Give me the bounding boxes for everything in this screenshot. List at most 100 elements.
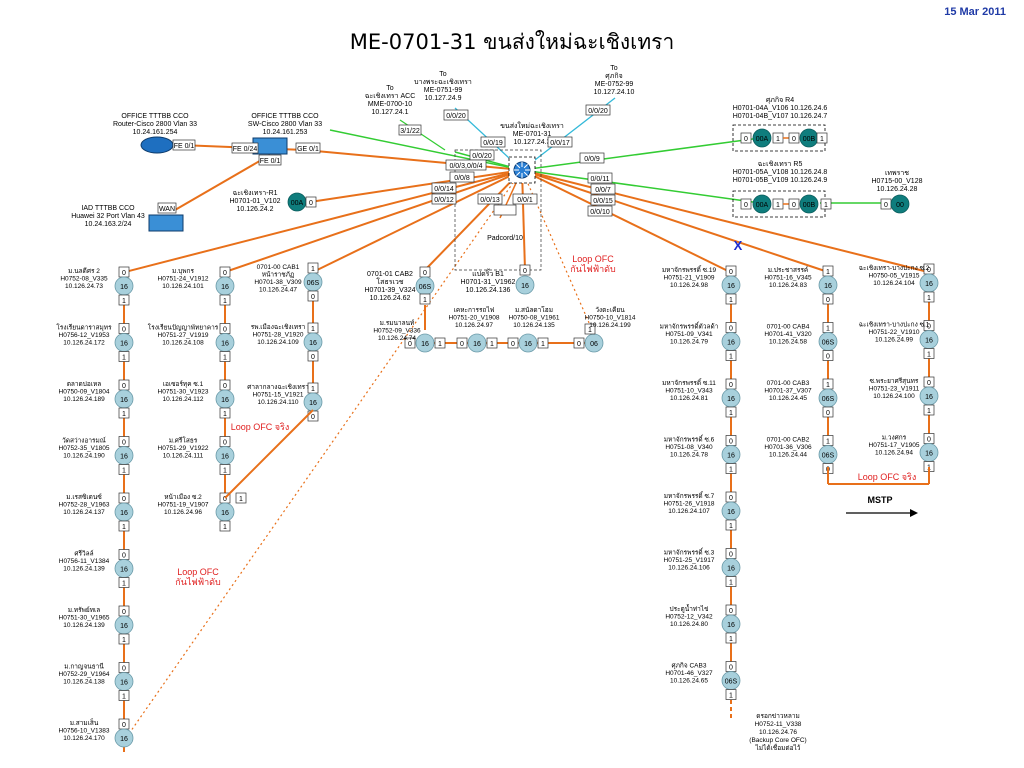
col4-port-in-4: 0 bbox=[729, 495, 733, 502]
col4-label-5: 10.126.24.106 bbox=[668, 565, 710, 572]
site-acc-label: To bbox=[386, 85, 394, 92]
col1-node-7: 16 bbox=[120, 680, 128, 687]
col1-port-out-1-box bbox=[118, 351, 130, 362]
col5-port-out-2: 0 bbox=[826, 410, 830, 417]
col6-label-1: 10.126.24.99 bbox=[875, 337, 913, 344]
col2-label-0: 10.126.24.101 bbox=[162, 283, 204, 290]
col1-port-in-2: 0 bbox=[122, 383, 126, 390]
col3-node-2: 16 bbox=[309, 400, 317, 407]
r5-port-2-box bbox=[788, 198, 800, 210]
col2-port-in-2: 0 bbox=[223, 383, 227, 390]
tepparat-node: 00 bbox=[896, 202, 904, 209]
site-bang-port: 0/0/20 bbox=[446, 113, 466, 120]
site-bang-label: บางพระฉะเชิงเทรา bbox=[414, 78, 472, 86]
col4-label-0: 10.126.24.98 bbox=[670, 282, 708, 289]
col1-port-in-6: 0 bbox=[122, 609, 126, 616]
hub-port-11: 0/0/7 bbox=[595, 187, 611, 194]
r4-label: H0701-04B_V107 10.126.24.7 bbox=[733, 113, 828, 120]
col4-label-6: ประตูน้ำท่าไข่ bbox=[669, 604, 708, 613]
col1-node-8-circle bbox=[114, 728, 134, 748]
office-switch-port-2-box bbox=[258, 154, 282, 166]
col4-port-out-6: 1 bbox=[729, 636, 733, 643]
col4-port-out-2-box bbox=[725, 406, 737, 418]
col4-end-label: ดรอกข่าวหลาม bbox=[756, 713, 800, 720]
radio-link-r5 bbox=[521, 169, 761, 204]
mstp-arrow-head bbox=[910, 509, 918, 517]
col4-port-out-2: 1 bbox=[729, 410, 733, 417]
cab2-label: H0701-39_V324 bbox=[365, 287, 416, 294]
col1-label-6: H0751-30_V1965 bbox=[59, 615, 110, 622]
col1-port-in-7: 0 bbox=[122, 666, 126, 673]
col6-label-0: ฉะเชิงเทรา-บางปะกง ซ.2 bbox=[859, 264, 930, 272]
col1-port-in-5: 0 bbox=[122, 553, 126, 560]
col6-port-out-2-box bbox=[923, 404, 935, 416]
col4-label-4: มหาจักรพรรดิ์ ซ.7 bbox=[664, 491, 715, 500]
col1-port-out-5-box bbox=[118, 577, 130, 588]
col2-label-1: โรงเรียนปัญญาพัทยาคาร bbox=[148, 324, 219, 332]
padriw-label: H0701-31_V1962 bbox=[461, 279, 516, 286]
loop-dotted-right bbox=[521, 169, 591, 326]
office-switch-label: SW-Cisco 2800 Vlan 33 bbox=[248, 121, 322, 128]
col4-label-0: H0751-21_V1909 bbox=[664, 275, 715, 282]
padriw-label: แปดริ้ว B1 bbox=[472, 267, 504, 278]
note-loop-fire-top: กันไฟฟ้าดับ bbox=[570, 264, 616, 274]
r4-port-2-box bbox=[788, 132, 800, 144]
padriw-port-box bbox=[519, 264, 531, 276]
r5-label: H0701-05B_V109 10.126.24.9 bbox=[733, 177, 828, 184]
hub-port-12: 0/0/15 bbox=[593, 198, 613, 205]
col4-port-out-0-box bbox=[725, 293, 737, 305]
col1-port-out-6: 1 bbox=[122, 637, 126, 644]
col2-port-in-0: 0 bbox=[223, 270, 227, 277]
chain-node-1-circle bbox=[467, 333, 487, 353]
col4-label-7: H0701-46_V327 bbox=[665, 670, 713, 677]
hub-port-7: 0/0/13 bbox=[480, 197, 500, 204]
cut-mark: X bbox=[734, 238, 743, 253]
col1-label-3: 10.126.24.190 bbox=[63, 453, 105, 460]
tepparat-label: เทพราช bbox=[885, 170, 909, 177]
office-switch-label: 10.24.161.253 bbox=[263, 129, 308, 136]
tepparat-label: 10.126.24.28 bbox=[877, 186, 918, 193]
col4-node-4: 16 bbox=[727, 509, 735, 516]
col5-label-1: 0701-00 CAB4 bbox=[767, 324, 810, 331]
col1-label-1: H0756-12_V1953 bbox=[59, 332, 110, 339]
col6-label-2: 10.126.24.100 bbox=[873, 393, 915, 400]
col1-label-0: H0752-08_V335 bbox=[60, 276, 108, 283]
r4-node-a-circle bbox=[752, 128, 772, 148]
col1-port-out-1: 1 bbox=[122, 355, 126, 362]
site-acc-label: MME-0700-10 bbox=[368, 101, 412, 108]
hub-port-11-box bbox=[590, 183, 616, 195]
site-sakit-label: ME-0752-99 bbox=[595, 81, 634, 88]
col2-label-4: 10.126.24.96 bbox=[164, 509, 202, 516]
col3-node-1: 16 bbox=[309, 340, 317, 347]
r1-port-box bbox=[305, 196, 317, 208]
r1-label: H0701-01_V102 bbox=[230, 198, 281, 205]
col1-label-7: H0752-29_V1964 bbox=[59, 671, 110, 678]
site-bang-label: To bbox=[439, 71, 447, 78]
tepparat-port: 0 bbox=[884, 202, 888, 209]
col1-port-out-2: 1 bbox=[122, 411, 126, 418]
col2-port-out-3-box bbox=[219, 464, 231, 475]
col4-port-out-1: 1 bbox=[729, 354, 733, 361]
col5-label-2: H0701-37_V307 bbox=[764, 388, 812, 395]
cab2-label: 10.126.24.62 bbox=[370, 295, 411, 302]
col4-port-out-7-box bbox=[725, 689, 737, 700]
site-acc-label: ฉะเชิงเทรา ACC bbox=[365, 92, 416, 100]
col2-label-2: H0751-30_V1923 bbox=[158, 389, 209, 396]
col3-port-out-2: 0 bbox=[311, 414, 315, 421]
col6-port-in-2: 0 bbox=[927, 380, 931, 387]
hub-port-7-box bbox=[477, 193, 503, 205]
col5-label-0: 10.126.24.83 bbox=[769, 282, 807, 289]
chain-node-2: 16 bbox=[524, 341, 532, 348]
radio-link-acc bbox=[329, 129, 523, 171]
cab2-port-0: 0 bbox=[423, 270, 427, 277]
r5-node-b-circle bbox=[799, 194, 819, 214]
col3-label-1: H0751-28_V1920 bbox=[253, 332, 304, 339]
hub-port-2: 0/0/17 bbox=[550, 140, 570, 147]
col2-port-in-1: 0 bbox=[223, 327, 227, 334]
col4-port-in-7: 0 bbox=[729, 665, 733, 672]
r1-label: 10.126.24.2 bbox=[237, 206, 274, 213]
r1-port: 0 bbox=[309, 200, 313, 207]
col2-label-3: 10.126.24.111 bbox=[163, 453, 204, 460]
col3-node-0: 06S bbox=[307, 280, 320, 287]
col4-port-out-3-box bbox=[725, 463, 737, 474]
